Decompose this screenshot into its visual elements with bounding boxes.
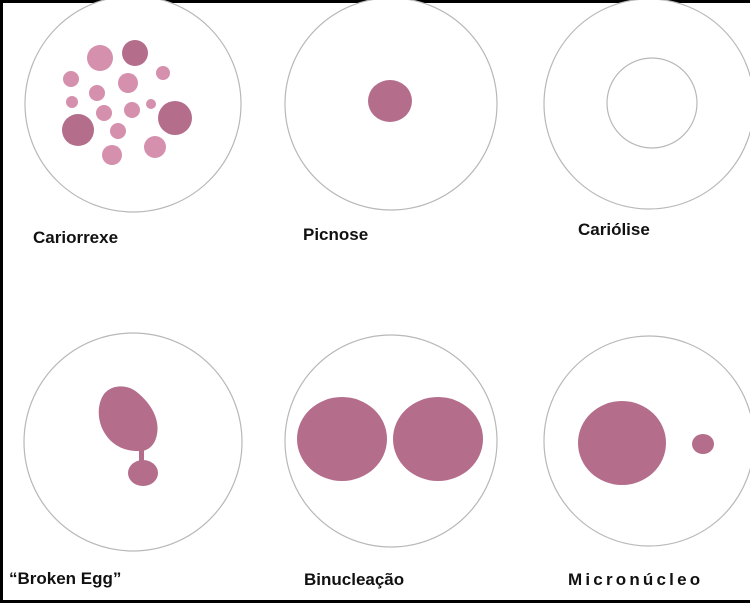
label-cariorrexe: Cariorrexe (33, 228, 118, 248)
label-broken-egg: “Broken Egg” (9, 569, 121, 589)
cell-binucleacao (285, 335, 497, 547)
nucleus-fragment (156, 66, 170, 80)
main-nucleus (578, 401, 666, 485)
nucleus-fragment (66, 96, 78, 108)
nucleus-fragment (146, 99, 156, 109)
label-micronucleo: Micronúcleo (568, 570, 703, 590)
nucleus-fragment (62, 114, 94, 146)
nuclear-bud (128, 460, 158, 486)
condensed-nucleus (368, 80, 412, 122)
cell-micronucleo (544, 336, 750, 546)
cell-membrane (544, 0, 750, 209)
nucleus-fragment (89, 85, 105, 101)
label-binucleacao: Binucleação (304, 570, 404, 590)
nucleus-right (393, 397, 483, 481)
nucleus-fragment (96, 105, 112, 121)
nucleus-fragment (118, 73, 138, 93)
cell-cariorrexe (25, 0, 241, 212)
cell-cariolise (544, 0, 750, 209)
cell-broken-egg (24, 333, 242, 551)
nucleus-fragment (110, 123, 126, 139)
nucleus-fragment (87, 45, 113, 71)
nucleus-fragment (124, 102, 140, 118)
nucleus-left (297, 397, 387, 481)
nucleus-fragment (63, 71, 79, 87)
nucleus-fragment (158, 101, 192, 135)
nuclear-bud-stalk (139, 448, 144, 462)
micronucleus (692, 434, 714, 454)
label-cariolise: Cariólise (578, 220, 650, 240)
label-picnose: Picnose (303, 225, 368, 245)
nucleus-fragment (122, 40, 148, 66)
nucleus-fragment (144, 136, 166, 158)
cell-picnose (285, 0, 497, 210)
nucleus-fragment (102, 145, 122, 165)
